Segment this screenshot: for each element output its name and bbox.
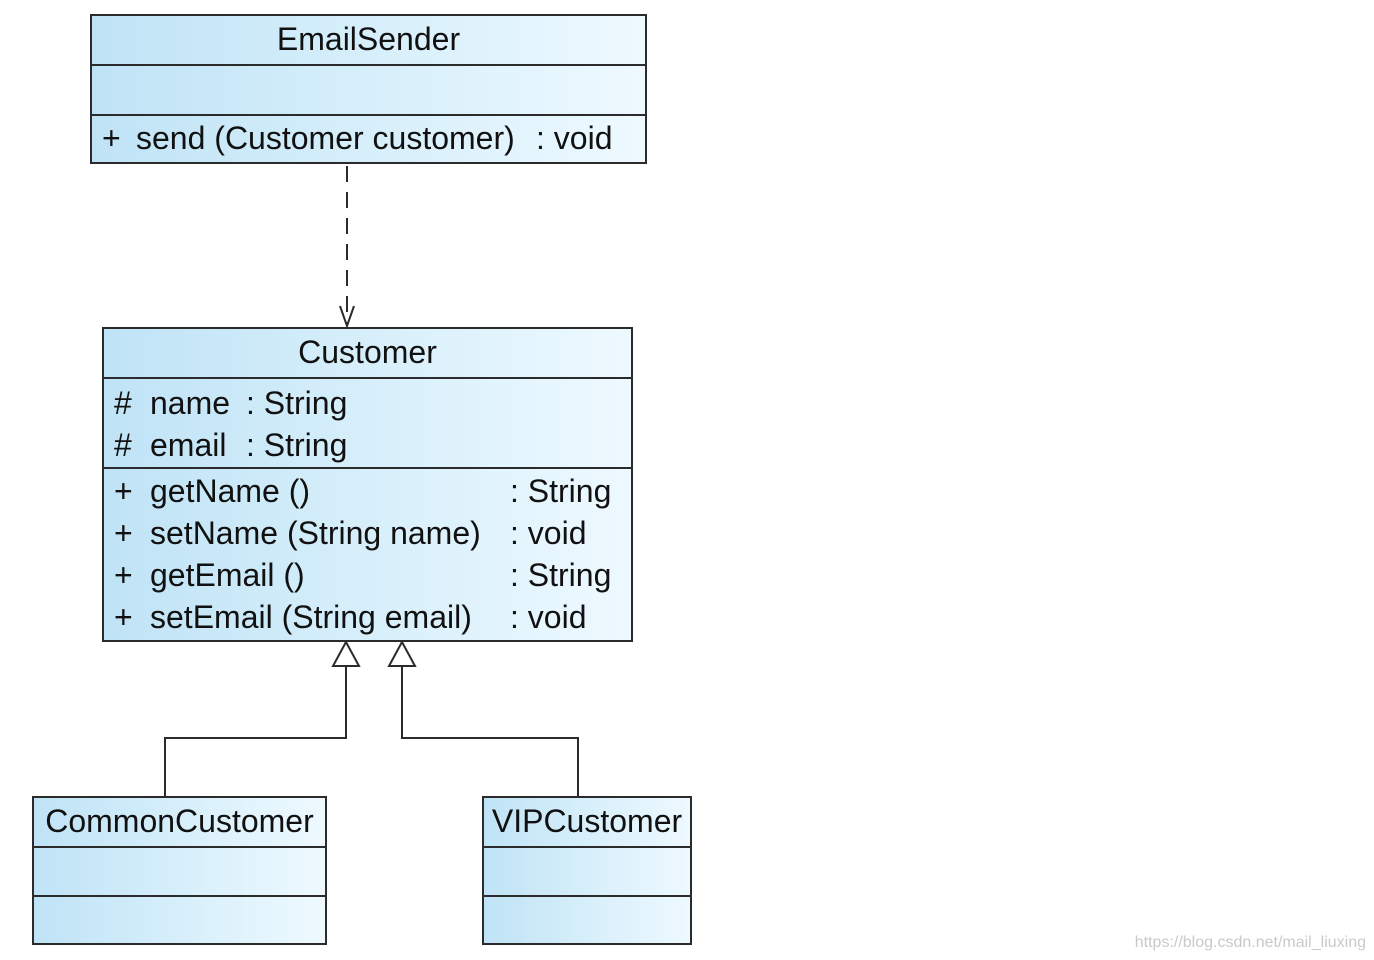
generalization-triangle-vip	[387, 639, 417, 667]
operation-type: : void	[510, 599, 587, 635]
operation-signature: setEmail (String email)	[150, 599, 472, 635]
operation-signature: send (Customer customer)	[136, 120, 515, 156]
operations-section	[484, 895, 690, 943]
generalization-triangle-common	[331, 639, 361, 667]
operations-section	[34, 895, 325, 943]
class-name: EmailSender	[276, 21, 461, 57]
generalization-line-vip	[401, 666, 579, 796]
attribute-type: : String	[246, 385, 348, 421]
visibility-marker: #	[114, 385, 132, 421]
attribute-type: : String	[246, 427, 348, 463]
visibility-marker: +	[114, 473, 133, 509]
operations-section: + getName () : String + setName (String …	[104, 467, 631, 640]
visibility-marker: +	[114, 515, 133, 551]
attribute-name: name	[150, 385, 231, 421]
operation-signature: getName ()	[150, 473, 311, 509]
class-name: CommonCustomer	[45, 803, 314, 839]
class-customer[interactable]: Customer # name : String # email : Strin…	[102, 327, 633, 642]
operation-type: : String	[510, 473, 612, 509]
attributes-section	[484, 846, 690, 895]
operation-signature: getEmail ()	[150, 557, 305, 593]
watermark: https://blog.csdn.net/mail_liuxing	[1134, 934, 1366, 951]
visibility-marker: +	[102, 120, 121, 156]
visibility-marker: +	[114, 557, 133, 593]
visibility-marker: +	[114, 599, 133, 635]
operation-type: : String	[510, 557, 612, 593]
operations-section: + send (Customer customer) : void	[92, 114, 645, 162]
operation-signature: setName (String name)	[150, 515, 481, 551]
dependency-arrowhead	[339, 305, 355, 330]
operation-type: : void	[536, 120, 613, 156]
class-name: VIPCustomer	[491, 803, 683, 839]
generalization-line-common	[164, 666, 347, 796]
class-name: Customer	[298, 334, 437, 370]
attributes-section	[92, 64, 645, 114]
class-email-sender[interactable]: EmailSender + send (Customer customer) :…	[90, 14, 647, 164]
class-vip-customer[interactable]: VIPCustomer	[482, 796, 692, 945]
attribute-name: email	[150, 427, 227, 463]
visibility-marker: #	[114, 427, 132, 463]
attributes-section: # name : String # email : String	[104, 377, 631, 467]
operation-type: : void	[510, 515, 587, 551]
class-common-customer[interactable]: CommonCustomer	[32, 796, 327, 945]
attributes-section	[34, 846, 325, 895]
